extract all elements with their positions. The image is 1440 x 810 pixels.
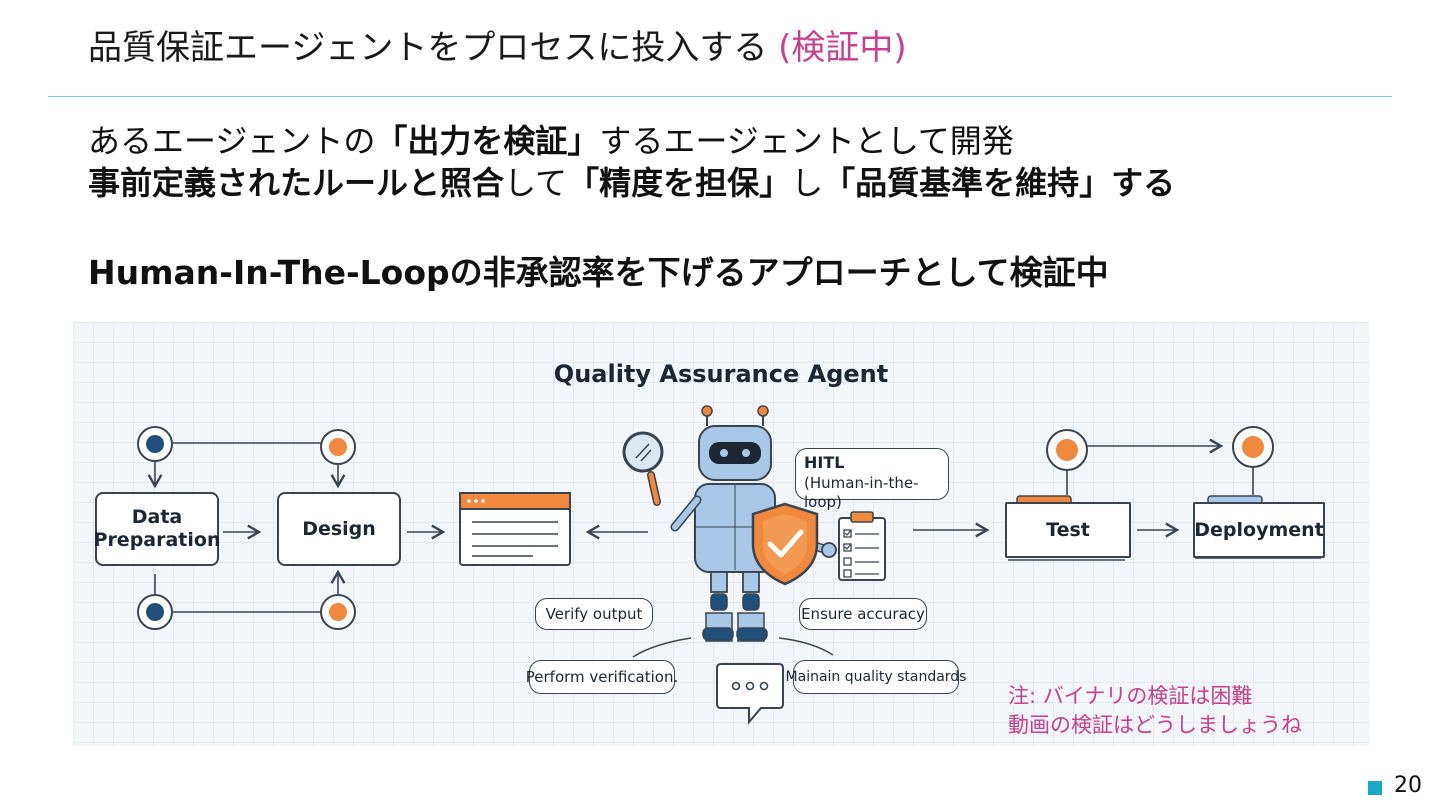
line2-bold-2: 「精度を担保」: [567, 164, 792, 202]
chat-bubble-icon: [716, 663, 784, 725]
design-box: Design: [277, 492, 401, 566]
document-window-icon: [459, 492, 571, 566]
right-flow-nodes: [913, 426, 1321, 561]
data-preparation-box: Data Preparation: [94, 492, 221, 566]
hitl-subtitle: (Human-in-the-loop): [804, 473, 919, 512]
page-number: 20: [1394, 773, 1422, 798]
left-flow-nodes: [137, 426, 446, 630]
bubble-connectors: [632, 637, 834, 658]
line2-bold-3: 「品質基準を維持」する: [823, 164, 1176, 202]
deployment-box: Deployment: [1193, 502, 1325, 558]
body-line-1: あるエージェントの「出力を検証」するエージェントとして開発: [88, 116, 1014, 162]
hitl-callout: HITL (Human-in-the-loop): [795, 448, 949, 511]
perform-verification-bubble: Perform verification.: [526, 660, 678, 694]
hitl-title: HITL: [804, 453, 845, 472]
title-status: (検証中): [778, 28, 907, 68]
figure-title: Quality Assurance Agent: [553, 360, 889, 388]
line1-bold: 「出力を検証」: [375, 122, 600, 160]
diagram-graphics: [137, 405, 1321, 725]
note-line-2: 動画の検証はどうしましょうね: [1008, 713, 1302, 738]
shield-check-icon: [751, 502, 819, 586]
line2-bold-1: 事前定義されたルールと照合: [88, 164, 505, 202]
note-line-1: 注: バイナリの検証は困難: [1008, 684, 1253, 708]
title-divider: [48, 96, 1392, 97]
note-text: 注: バイナリの検証は困難 動画の検証はどうしましょうね: [1008, 682, 1302, 741]
line1-pre: あるエージェントの: [88, 122, 376, 160]
test-box: Test: [1005, 502, 1131, 558]
magnifier-icon: [622, 431, 664, 506]
slide-title: 品質保証エージェントをプロセスに投入する (検証中): [88, 20, 907, 69]
body-line-3: Human-In-The-Loopの非承認率を下げるアプローチとして検証中: [88, 253, 1109, 292]
qa-agent-illustration: Quality Assurance Agent Data Preparation…: [73, 322, 1369, 746]
body-line-2: 事前定義されたルールと照合して「精度を担保」し「品質基準を維持」する: [88, 158, 1175, 204]
verify-output-bubble: Verify output: [535, 598, 653, 630]
line2-mid-1: して: [504, 164, 568, 202]
clipboard-checklist-icon: [838, 511, 886, 581]
line2-mid-2: し: [791, 164, 824, 202]
line1-post: するエージェントとして開発: [599, 122, 1014, 160]
maintain-quality-bubble: Mainain quality standards: [786, 660, 966, 694]
page-marker: [1368, 781, 1382, 795]
title-main: 品質保証エージェントをプロセスに投入する: [88, 28, 768, 68]
ensure-accuracy-bubble: Ensure accuracy: [799, 598, 927, 630]
